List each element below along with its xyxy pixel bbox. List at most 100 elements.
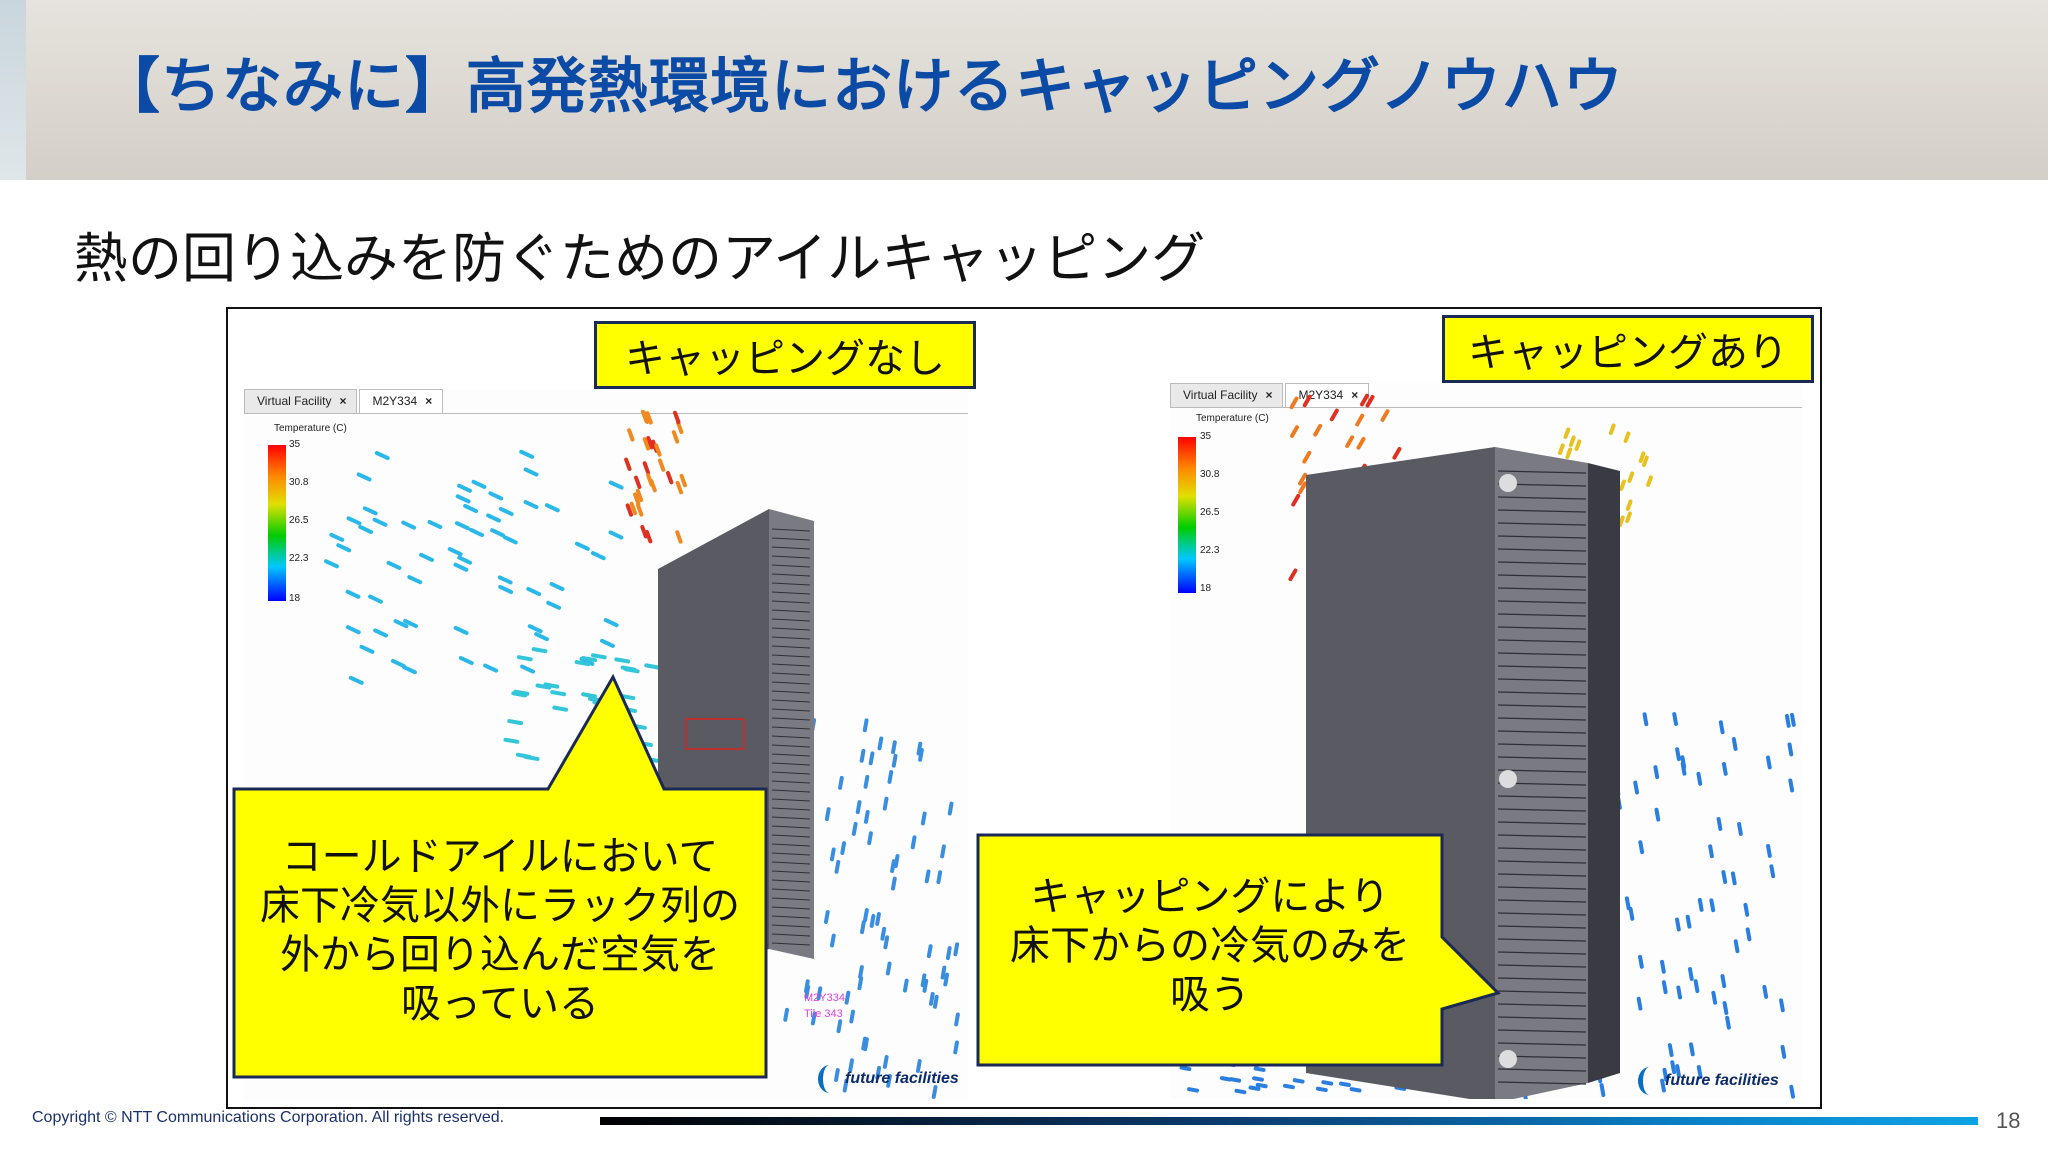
- rack-label: M2Y334: [804, 992, 845, 1004]
- rack-unit-lines: [771, 528, 811, 946]
- airflow-arrow: [910, 835, 917, 850]
- airflow-arrow: [1608, 423, 1616, 435]
- rack-unit-line: [771, 582, 811, 586]
- rack-unit-line: [1497, 977, 1587, 981]
- airflow-arrow: [886, 1073, 892, 1088]
- rack-unit-line: [771, 663, 811, 667]
- airflow-arrow: [1725, 1015, 1731, 1030]
- airflow-arrow: [581, 656, 598, 663]
- rack-unit-line: [1497, 912, 1587, 916]
- airflow-arrow: [358, 524, 374, 535]
- airflow-arrow: [507, 719, 524, 726]
- tab-m2y334[interactable]: M2Y334×: [359, 389, 444, 413]
- rack-caster: [1499, 770, 1517, 788]
- airflow-arrow: [469, 527, 485, 538]
- airflow-arrow: [1565, 447, 1573, 459]
- rack-unit-line: [771, 897, 811, 901]
- rack-unit-line: [1497, 990, 1587, 994]
- airflow-arrow: [1288, 568, 1298, 582]
- rack-unit-line: [1497, 496, 1587, 500]
- rack-unit-line: [1497, 561, 1587, 565]
- airflow-arrow: [614, 657, 631, 664]
- airflow-arrow: [634, 475, 642, 489]
- airflow-arrow: [875, 1065, 882, 1080]
- rack-unit-line: [1497, 652, 1587, 656]
- rack-unit-line: [1497, 769, 1587, 773]
- airflow-arrow: [1365, 394, 1375, 408]
- airflow-arrow: [623, 667, 640, 674]
- airflow-arrow: [880, 926, 887, 941]
- airflow-arrow: [1313, 423, 1323, 437]
- legend-tick: 30.8: [289, 477, 309, 488]
- tab-virtual-facility[interactable]: Virtual Facility×: [1170, 383, 1284, 407]
- airflow-arrow: [1722, 1001, 1729, 1015]
- rack-caster: [1499, 1050, 1517, 1068]
- rack-unit-line: [1497, 899, 1587, 903]
- airflow-arrow: [940, 965, 947, 980]
- airflow-arrow: [503, 737, 520, 744]
- airflow-arrow: [1633, 780, 1640, 795]
- airflow-arrow: [1646, 475, 1653, 487]
- airflow-arrow: [345, 625, 361, 635]
- airflow-arrow: [1762, 984, 1769, 999]
- airflow-arrow: [590, 653, 607, 660]
- airflow-arrow: [336, 543, 352, 553]
- airflow-arrow: [947, 801, 954, 816]
- tab-m2y334[interactable]: M2Y334×: [1285, 383, 1370, 407]
- airflow-arrow: [922, 978, 929, 993]
- rack-unit-line: [1497, 743, 1587, 747]
- rack-unit-line: [1497, 587, 1587, 591]
- airflow-arrow: [1557, 443, 1565, 455]
- airflow-arrow: [463, 503, 479, 514]
- rack-unit-line: [771, 825, 811, 829]
- close-icon[interactable]: ×: [1351, 388, 1359, 402]
- tab-virtual-facility[interactable]: Virtual Facility×: [244, 389, 358, 413]
- airflow-arrow: [1253, 1066, 1266, 1072]
- airflow-arrow: [1628, 906, 1635, 921]
- close-icon[interactable]: ×: [425, 394, 433, 408]
- rack-unit-line: [1497, 600, 1587, 604]
- rack-unit-line: [1497, 756, 1587, 760]
- airflow-arrow: [1733, 939, 1740, 954]
- airflow-arrow: [523, 467, 539, 477]
- airflow-arrow: [943, 972, 950, 987]
- airflow-arrow: [531, 647, 548, 654]
- airflow-arrow: [926, 944, 933, 959]
- airflow-arrow: [953, 942, 960, 957]
- airflow-arrow: [1234, 1088, 1247, 1095]
- airflow-arrow: [574, 541, 590, 551]
- airflow-arrow: [823, 910, 830, 924]
- airflow-arrow: [372, 517, 388, 527]
- airflow-arrow: [1563, 427, 1571, 439]
- airflow-arrow: [640, 524, 648, 539]
- rack-unit-line: [771, 789, 811, 793]
- legend-tick: 30.8: [1200, 469, 1220, 480]
- airflow-arrow: [1302, 394, 1312, 408]
- airflow-arrow: [1229, 1077, 1242, 1083]
- airflow-arrow: [1718, 720, 1725, 735]
- airflow-arrow: [1574, 439, 1582, 451]
- close-icon[interactable]: ×: [1265, 388, 1273, 402]
- rack-unit-line: [771, 924, 811, 928]
- rack-front: [769, 509, 814, 959]
- airflow-arrow: [1179, 1065, 1192, 1072]
- future-facilities-logo: future facilities: [818, 1065, 959, 1093]
- airflow-arrow: [1766, 843, 1772, 858]
- airflow-arrow: [1675, 747, 1681, 762]
- airflow-arrow: [1667, 1043, 1674, 1057]
- airflow-arrow: [869, 914, 876, 928]
- airflow-arrow: [1638, 840, 1645, 855]
- close-icon[interactable]: ×: [339, 394, 347, 408]
- airflow-arrow: [1380, 409, 1390, 422]
- airflow-arrow: [1321, 1080, 1334, 1086]
- airflow-arrow: [608, 530, 624, 540]
- rack-unit-line: [771, 600, 811, 604]
- airflow-arrow: [803, 979, 810, 994]
- airflow-arrow: [1676, 985, 1683, 1000]
- rack-unit-line: [771, 636, 811, 640]
- airflow-arrow: [875, 912, 881, 926]
- rack-unit-line: [1497, 548, 1587, 552]
- airflow-arrow: [1345, 435, 1355, 448]
- rack-unit-line: [1497, 509, 1587, 513]
- airflow-arrow: [1349, 1087, 1362, 1093]
